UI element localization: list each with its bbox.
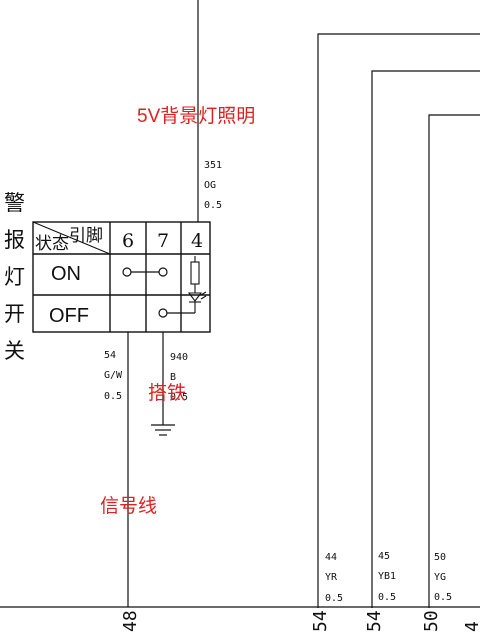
wire-940-gauge: 0.5 bbox=[170, 392, 188, 403]
wire-45-gauge: 0.5 bbox=[378, 592, 396, 603]
pin-6-label: 6 bbox=[122, 230, 134, 252]
switch-title: 警 报 灯 开 关 bbox=[4, 191, 25, 363]
wire-940-number: 940 bbox=[170, 352, 188, 363]
wire-45-color: YB1 bbox=[378, 571, 396, 582]
bus-wire-50-line bbox=[428, 114, 480, 608]
switch-title-char: 警 bbox=[4, 191, 25, 215]
wire-44-number: 44 bbox=[325, 552, 337, 563]
annotation-backlight: 5V背景灯照明 bbox=[137, 105, 255, 127]
bottom-pin-label: 54 bbox=[364, 610, 385, 632]
wire-351-color: OG bbox=[204, 180, 216, 191]
wire-45-number: 45 bbox=[378, 551, 390, 562]
switch-title-char: 灯 bbox=[4, 265, 25, 289]
wire-50-number: 50 bbox=[434, 552, 446, 563]
state-on-label: ON bbox=[51, 263, 81, 285]
off-contact bbox=[158, 308, 195, 318]
ground-symbol-icon bbox=[151, 424, 175, 436]
wire-54-color: G/W bbox=[104, 370, 123, 381]
header-pin: 引脚 bbox=[69, 226, 103, 246]
pin-4-label: 4 bbox=[191, 230, 203, 252]
wire-54-gauge: 0.5 bbox=[104, 391, 122, 402]
header-diagonal bbox=[32, 221, 111, 255]
pin-7-label: 7 bbox=[157, 230, 169, 252]
bottom-pin-label: 54 bbox=[310, 610, 331, 632]
wire-44-gauge: 0.5 bbox=[325, 593, 343, 604]
bulb-icon bbox=[190, 256, 200, 285]
switch-title-char: 报 bbox=[4, 228, 25, 252]
annotation-ground: 搭铁 bbox=[148, 382, 186, 404]
bottom-pin-label: 48 bbox=[120, 610, 141, 632]
wire-50-color: YG bbox=[434, 572, 446, 583]
bus-wire-44-line bbox=[317, 33, 480, 608]
bottom-pin-label: 4 bbox=[462, 621, 480, 632]
wire-50-gauge: 0.5 bbox=[434, 592, 452, 603]
led-icon bbox=[187, 284, 207, 313]
wire-351-number: 351 bbox=[204, 160, 222, 171]
header-state: 状态 bbox=[35, 234, 69, 254]
annotation-signal: 信号线 bbox=[100, 495, 157, 517]
wire-351-gauge: 0.5 bbox=[204, 200, 222, 211]
switch-title-char: 关 bbox=[4, 339, 25, 363]
switch-table bbox=[32, 221, 211, 333]
wire-44-color: YR bbox=[325, 572, 338, 583]
bottom-pin-label: 50 bbox=[421, 610, 442, 632]
wire-54-number: 54 bbox=[104, 350, 116, 361]
wire-940-color: B bbox=[170, 372, 176, 383]
bus-wire-45-line bbox=[371, 70, 480, 608]
state-off-label: OFF bbox=[49, 305, 89, 327]
on-contact bbox=[122, 267, 168, 277]
switch-title-char: 开 bbox=[4, 302, 25, 326]
